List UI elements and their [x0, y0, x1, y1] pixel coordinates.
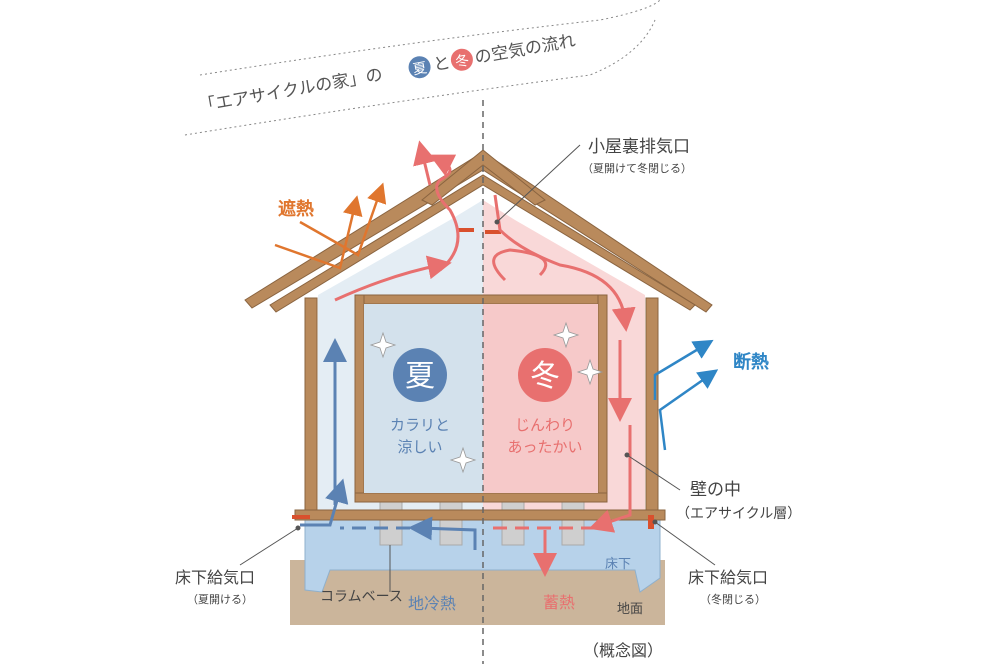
- floor-vent-left: [292, 515, 310, 519]
- title-winter: 冬: [454, 53, 471, 71]
- ground: [290, 560, 665, 625]
- title-pre: 「エアサイクルの家」の: [197, 65, 384, 117]
- title-post: の空気の流れ: [473, 31, 577, 68]
- diagram-title: 「エアサイクルの家」の 夏 と 冬 の空気の流れ: [197, 31, 577, 117]
- insulation-arrows: [653, 339, 719, 451]
- dotted-curve-bottom: [184, 19, 656, 136]
- floor-vent-left-label: 床下給気口: [175, 568, 255, 587]
- floor-vent-left-note: （夏開ける）: [187, 593, 253, 606]
- dotted-curve-top: [199, 0, 661, 76]
- summer-desc-2: 涼しい: [397, 438, 442, 456]
- title-summer: 夏: [412, 60, 429, 78]
- floor-vent-right-note: （冬閉じる）: [700, 592, 766, 606]
- winter-circle: [518, 348, 572, 402]
- summer-airflow: [300, 338, 477, 550]
- summer-label: 夏: [405, 359, 435, 394]
- summer-circle: [393, 348, 447, 402]
- title-mid: と: [432, 53, 452, 76]
- winter-desc-1: じんわり: [515, 416, 575, 434]
- sparkle-icons: [369, 321, 604, 474]
- summer-desc-1: カラリと: [390, 416, 450, 434]
- attic-vent-note: （夏開けて冬閉じる）: [582, 161, 692, 175]
- winter-label: 冬: [530, 359, 560, 394]
- wall-inside-note: （エアサイクル層）: [676, 506, 801, 522]
- winter-airflow: [490, 194, 636, 577]
- heat-shield-label: 遮熱: [278, 198, 314, 220]
- ground-label: 地面: [617, 602, 643, 617]
- attic-vent-label: 小屋裏排気口: [588, 136, 690, 157]
- wall-inside-label: 壁の中: [690, 480, 741, 500]
- column-base-label: コラムベース: [320, 589, 403, 605]
- attic-vent-left: [458, 228, 474, 232]
- floor-vent-right: [648, 515, 654, 529]
- concept-label: （概念図）: [583, 641, 663, 660]
- insulation-label: 断熱: [733, 351, 769, 373]
- attic-vent-right: [485, 230, 501, 234]
- summer-badge: [408, 56, 431, 79]
- heat-shield-arrows: [274, 182, 387, 270]
- underfloor-label: 床下: [605, 557, 631, 572]
- winter-desc-2: あったかい: [507, 438, 582, 456]
- summer-attic-airflow: [334, 140, 460, 302]
- heat-storage-label: 蓄熱: [543, 593, 575, 612]
- winter-badge: [450, 48, 473, 71]
- floor-vent-right-label: 床下給気口: [688, 568, 768, 587]
- leader-lines: [239, 144, 716, 592]
- ground-cool-label: 地冷熱: [408, 594, 456, 613]
